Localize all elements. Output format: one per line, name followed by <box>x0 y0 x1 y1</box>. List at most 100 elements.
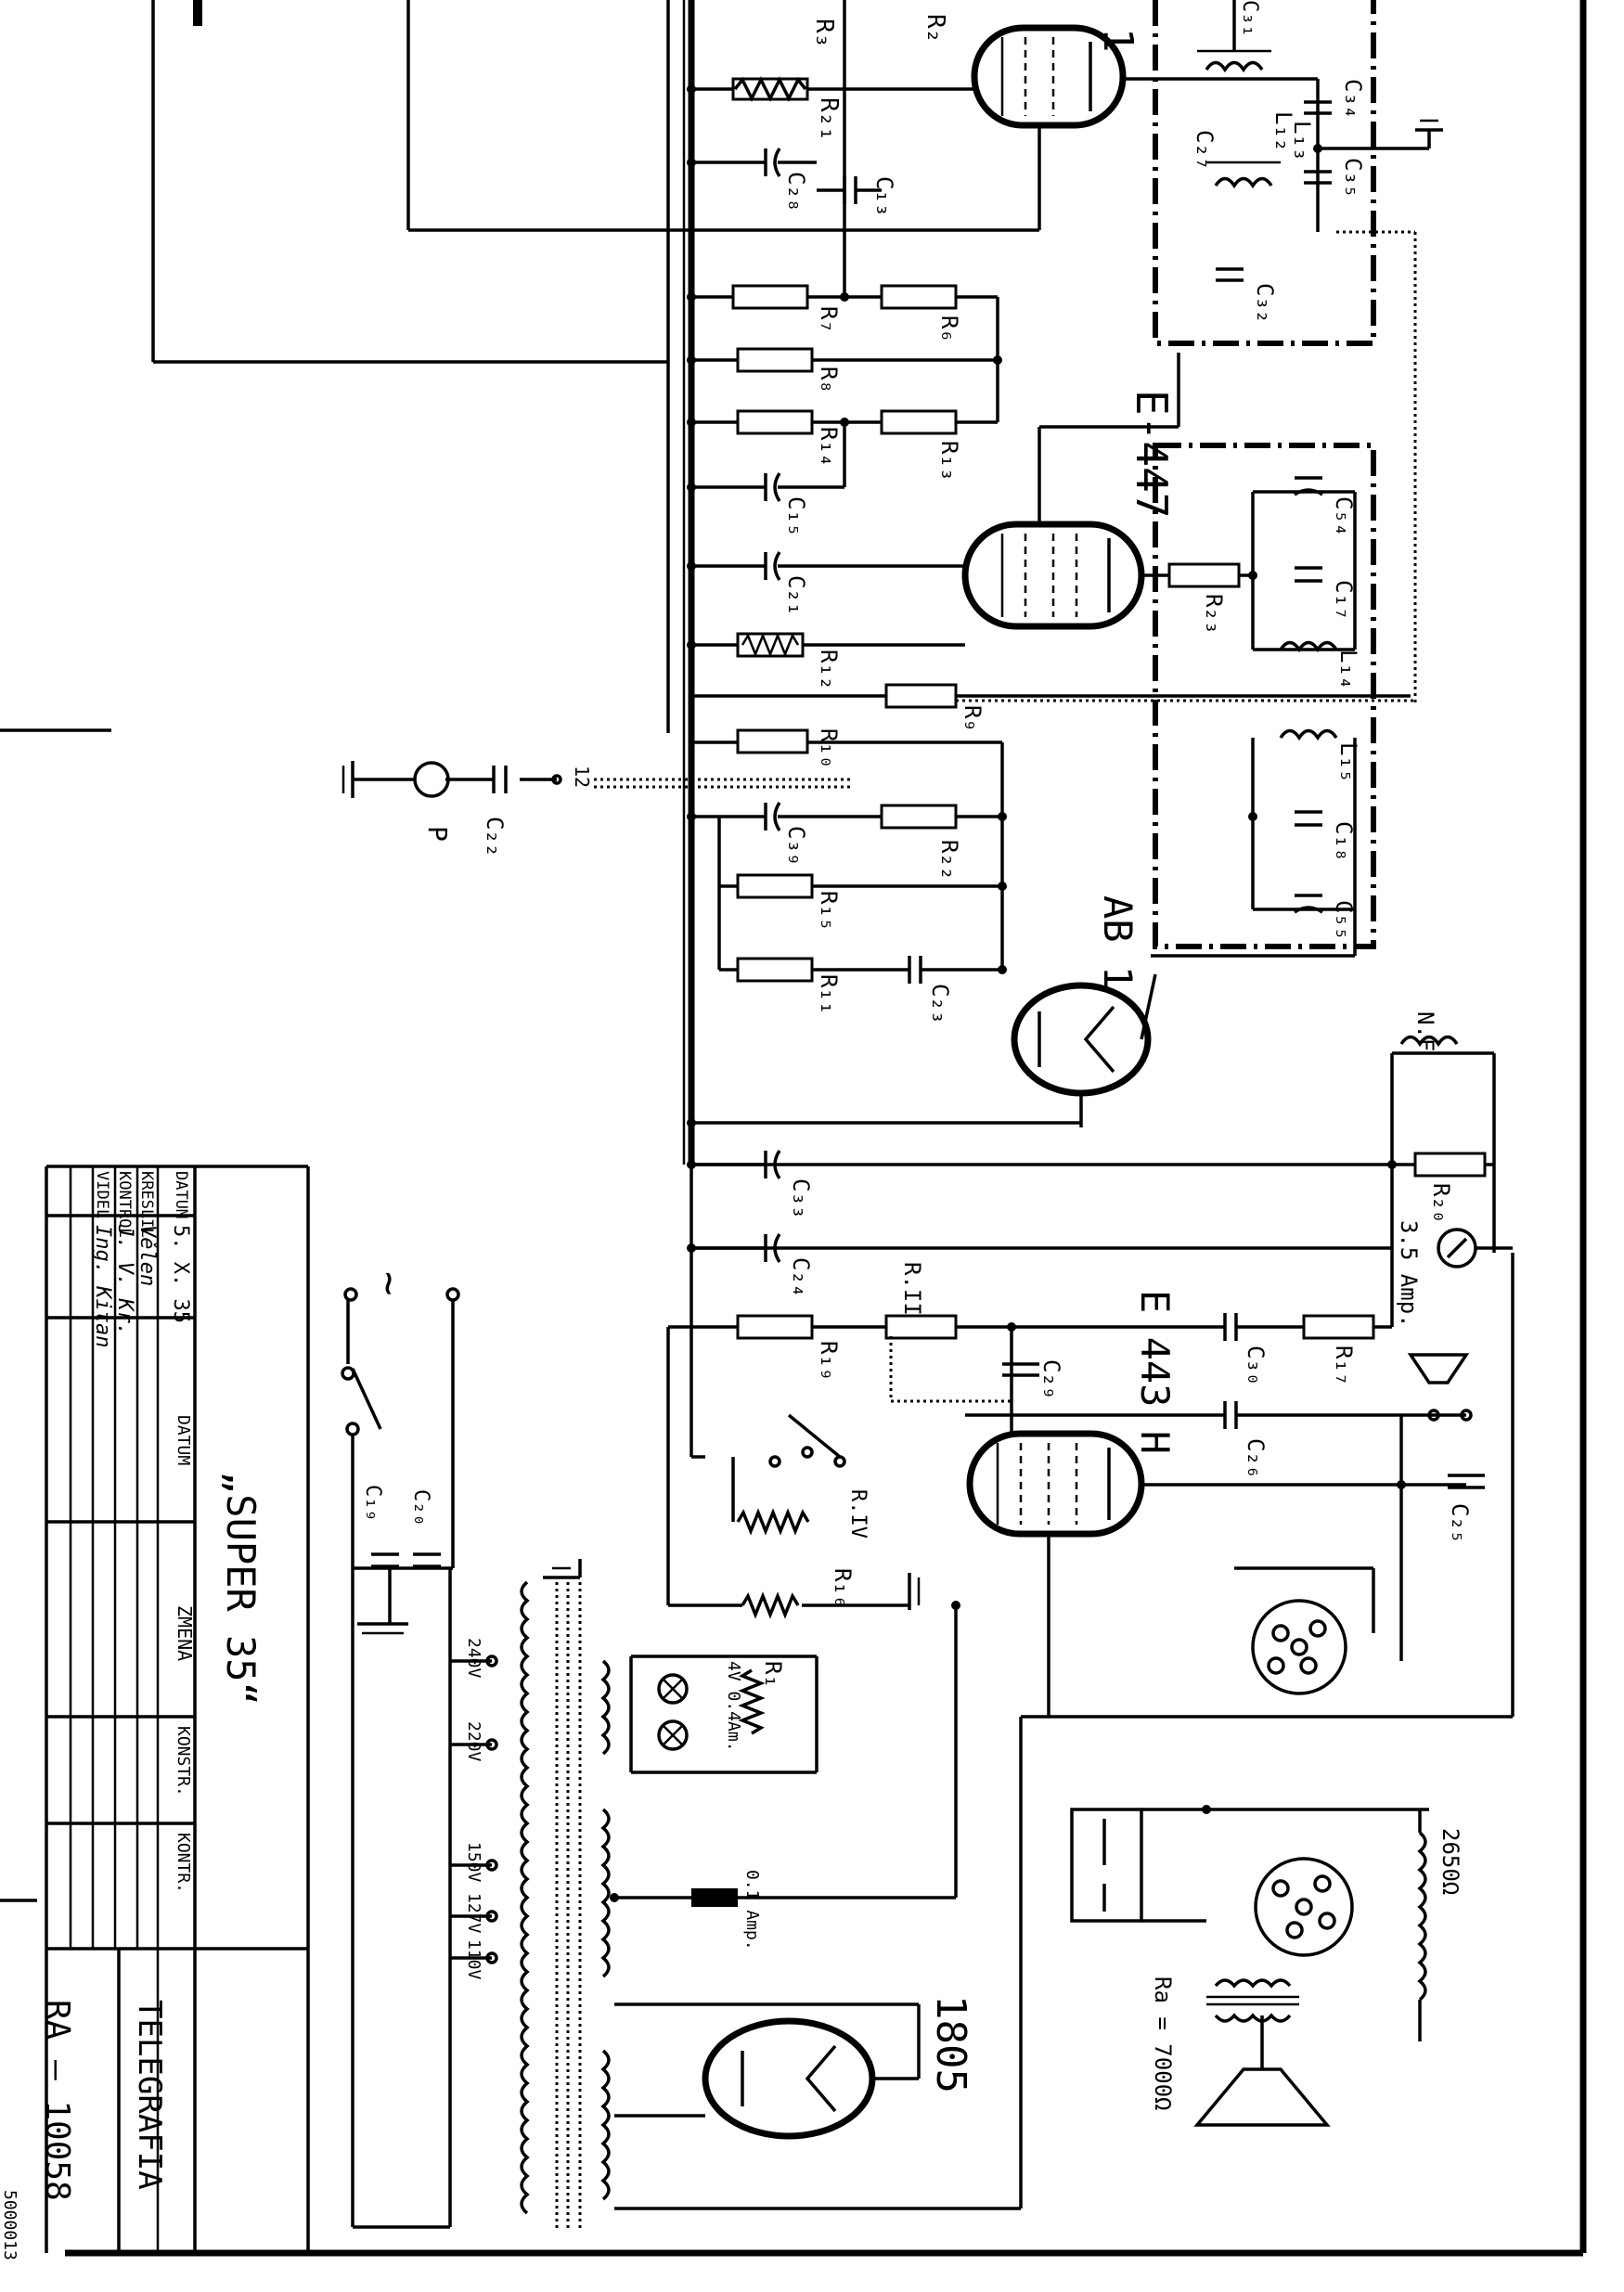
drawing-frame <box>0 0 1587 2257</box>
tube-ab1: AB 1 <box>691 895 1157 1127</box>
mains-tap-127: 127V <box>464 1893 483 1934</box>
label-r2: R₂ <box>922 14 949 43</box>
header-datum-1: DATUM <box>172 1171 190 1218</box>
value-videl: Ing. Kitan <box>91 1225 114 1347</box>
header-datum-2: DATUM <box>174 1415 193 1465</box>
fuse: 0.1 Amp. <box>614 1605 958 1951</box>
label-c23: C₂₄ <box>788 1257 814 1297</box>
label-r3: R₃ <box>810 19 838 47</box>
shield-box-upper <box>1153 0 1376 346</box>
label-r8: R₈ <box>816 367 842 393</box>
mains-tap-150: 150V <box>464 1842 483 1883</box>
label-r19: R₁₉ <box>816 1341 842 1381</box>
tube-e443h: E 443 H C₂₅ <box>966 1290 1485 1717</box>
value-kontrol: J. V. Kr. <box>113 1224 136 1335</box>
speaker-section: 2650Ω Ra = 7000Ω <box>1070 1808 1463 2127</box>
value-datum: 5. X. 35 <box>169 1225 192 1323</box>
label-lamp: 4V 0.4Am. <box>724 1661 743 1752</box>
label-fuse: 0.1 Amp. <box>742 1870 762 1951</box>
label-c40: C₂₉ <box>1038 1359 1064 1399</box>
title-block-title: „SUPER 35“ <box>218 1471 264 1706</box>
tube-e443h-label: E 443 H <box>1132 1290 1178 1454</box>
label-r7: R₇ <box>816 306 842 333</box>
label-c34: C₃₄ <box>1340 79 1366 119</box>
power-transformer: 240V 220V 150V 127V 110V <box>448 1559 611 2232</box>
label-c17: C₁₇ <box>1331 580 1357 620</box>
value-kreslil: Vělen <box>135 1225 159 1286</box>
label-speaker-ra: Ra = 7000Ω <box>1150 1977 1176 2111</box>
label-riv: R.IV <box>846 1489 870 1539</box>
mains-tap-220: 220V <box>464 1721 483 1762</box>
label-r14: R₁₄ <box>816 427 842 467</box>
label-l12: L₁₂ <box>1270 111 1296 151</box>
tube-e447: R₂₃ E-447 <box>961 353 1253 634</box>
tube-1-label: 1 <box>1094 28 1141 53</box>
label-r18: R₁₆ <box>830 1568 856 1608</box>
label-c29: C₂₀ <box>409 1489 432 1526</box>
tube-1805: 1805 <box>614 1717 1023 2210</box>
label-speaker-field: 2650Ω <box>1437 1828 1463 1895</box>
label-r20: R₂₀ <box>1428 1183 1454 1223</box>
if-transformer-3: L₁₅ C₁₈ C₅₅ <box>1151 728 1361 958</box>
label-c22: C₃₀ <box>1243 1346 1269 1385</box>
label-ac: ~ <box>366 1271 413 1296</box>
if-transformer-2: C₅₄ C₁₇ L₁₄ <box>1251 476 1361 689</box>
detector-network: R₁₀ R₉ C₂₂ P 12 <box>342 683 1411 970</box>
mains-input: ~ C₂₀ C₁₉ <box>341 1271 460 2229</box>
header-konstr: KONSTR. <box>174 1726 193 1796</box>
archive-number: 5000013 <box>0 2190 19 2260</box>
junction-dots <box>610 84 1406 1902</box>
header-kontr: KONTR. <box>174 1833 193 1893</box>
label-r22: R₂₂ <box>936 840 962 880</box>
header-zmena: ZMĚNA <box>174 1605 196 1661</box>
row-label-videl: VIDEL <box>93 1171 111 1218</box>
label-c20: C₂₃ <box>927 984 953 1024</box>
label-r17: R₁₇ <box>1331 1346 1357 1385</box>
label-r15: R₁₅ <box>816 891 842 931</box>
tube-1805-label: 1805 <box>927 1995 974 2093</box>
bias-network: R₁₆ R₁ 4V 0.4Am. <box>629 1327 921 1774</box>
title-block: „SUPER 35“ TELEGRAFIA RA – 10058 5000013… <box>0 1165 310 2260</box>
label-c39: C₃₉ <box>783 826 809 866</box>
label-meter: 3.5 Amp. <box>1396 1220 1422 1328</box>
upper-network: R₂₁ R₃ R₂ C₂₈ C₁₃ <box>691 0 974 297</box>
label-r13: R₁₃ <box>936 441 962 481</box>
label-c33: C₂₆ <box>1243 1438 1269 1478</box>
label-c21: C₂₁ <box>783 575 809 615</box>
tone-switch: R.IV <box>731 1413 870 1539</box>
label-c13: C₁₃ <box>871 176 897 216</box>
label-c31: C₃₁ <box>1238 0 1261 37</box>
if-transformer-1: L₁₂ L₁₃ C₃₄ C₃₅ C₂₇ C₃₂ C₃₁ <box>1155 0 1443 323</box>
label-c32: C₃₂ <box>1252 283 1278 323</box>
grid-network: C₂₁ R₁₂ <box>691 551 965 689</box>
socket-upper <box>1021 1415 1513 1719</box>
row-label-kontrol: KONTROL. <box>115 1171 134 1247</box>
label-l13: L₁₃ <box>1289 121 1315 161</box>
label-c19: C₂₂ <box>482 817 508 856</box>
label-c55: C₅₅ <box>1331 900 1357 940</box>
label-nf: N.F <box>1412 1011 1438 1051</box>
tube-1: 1 <box>971 24 1155 230</box>
label-r10: R₁₀ <box>816 728 842 768</box>
mains-tap-240: 240V <box>464 1638 483 1679</box>
row-label-kreslil: KRESLIL <box>137 1171 156 1238</box>
label-c15: C₁₅ <box>783 496 809 536</box>
label-c30: C₁₉ <box>361 1485 384 1522</box>
label-c16: C₃₃ <box>788 1178 814 1218</box>
supply-bus <box>151 0 1494 1459</box>
label-c28: C₂₈ <box>783 172 809 212</box>
label-c27: C₂₇ <box>1192 130 1218 170</box>
label-r21: R₂₁ <box>815 97 843 141</box>
label-r12: R₁₂ <box>816 650 842 689</box>
tube-e447-label: E-447 <box>1127 390 1177 518</box>
label-c54: C₅₄ <box>1331 496 1357 536</box>
label-pickup-pin: 12 <box>571 766 593 788</box>
power-amp-input: C₃₃ C₂₄ R₁₉ R.II C₃₀ R₁₇ C₂₉ C₂₆ <box>668 1150 1473 1478</box>
label-c24: C₂₅ <box>1447 1503 1473 1543</box>
output-section: N.F R₂₀ 3.5 Amp. <box>1390 1011 1514 1717</box>
label-r23: R₂₃ <box>1201 594 1227 634</box>
mains-tap-110: 110V <box>464 1939 483 1980</box>
label-r2-pot: R.II <box>899 1262 925 1316</box>
resistor-ladder: R₇ R₆ R₈ R₁₄ R₁₃ C₁₅ <box>691 284 999 536</box>
